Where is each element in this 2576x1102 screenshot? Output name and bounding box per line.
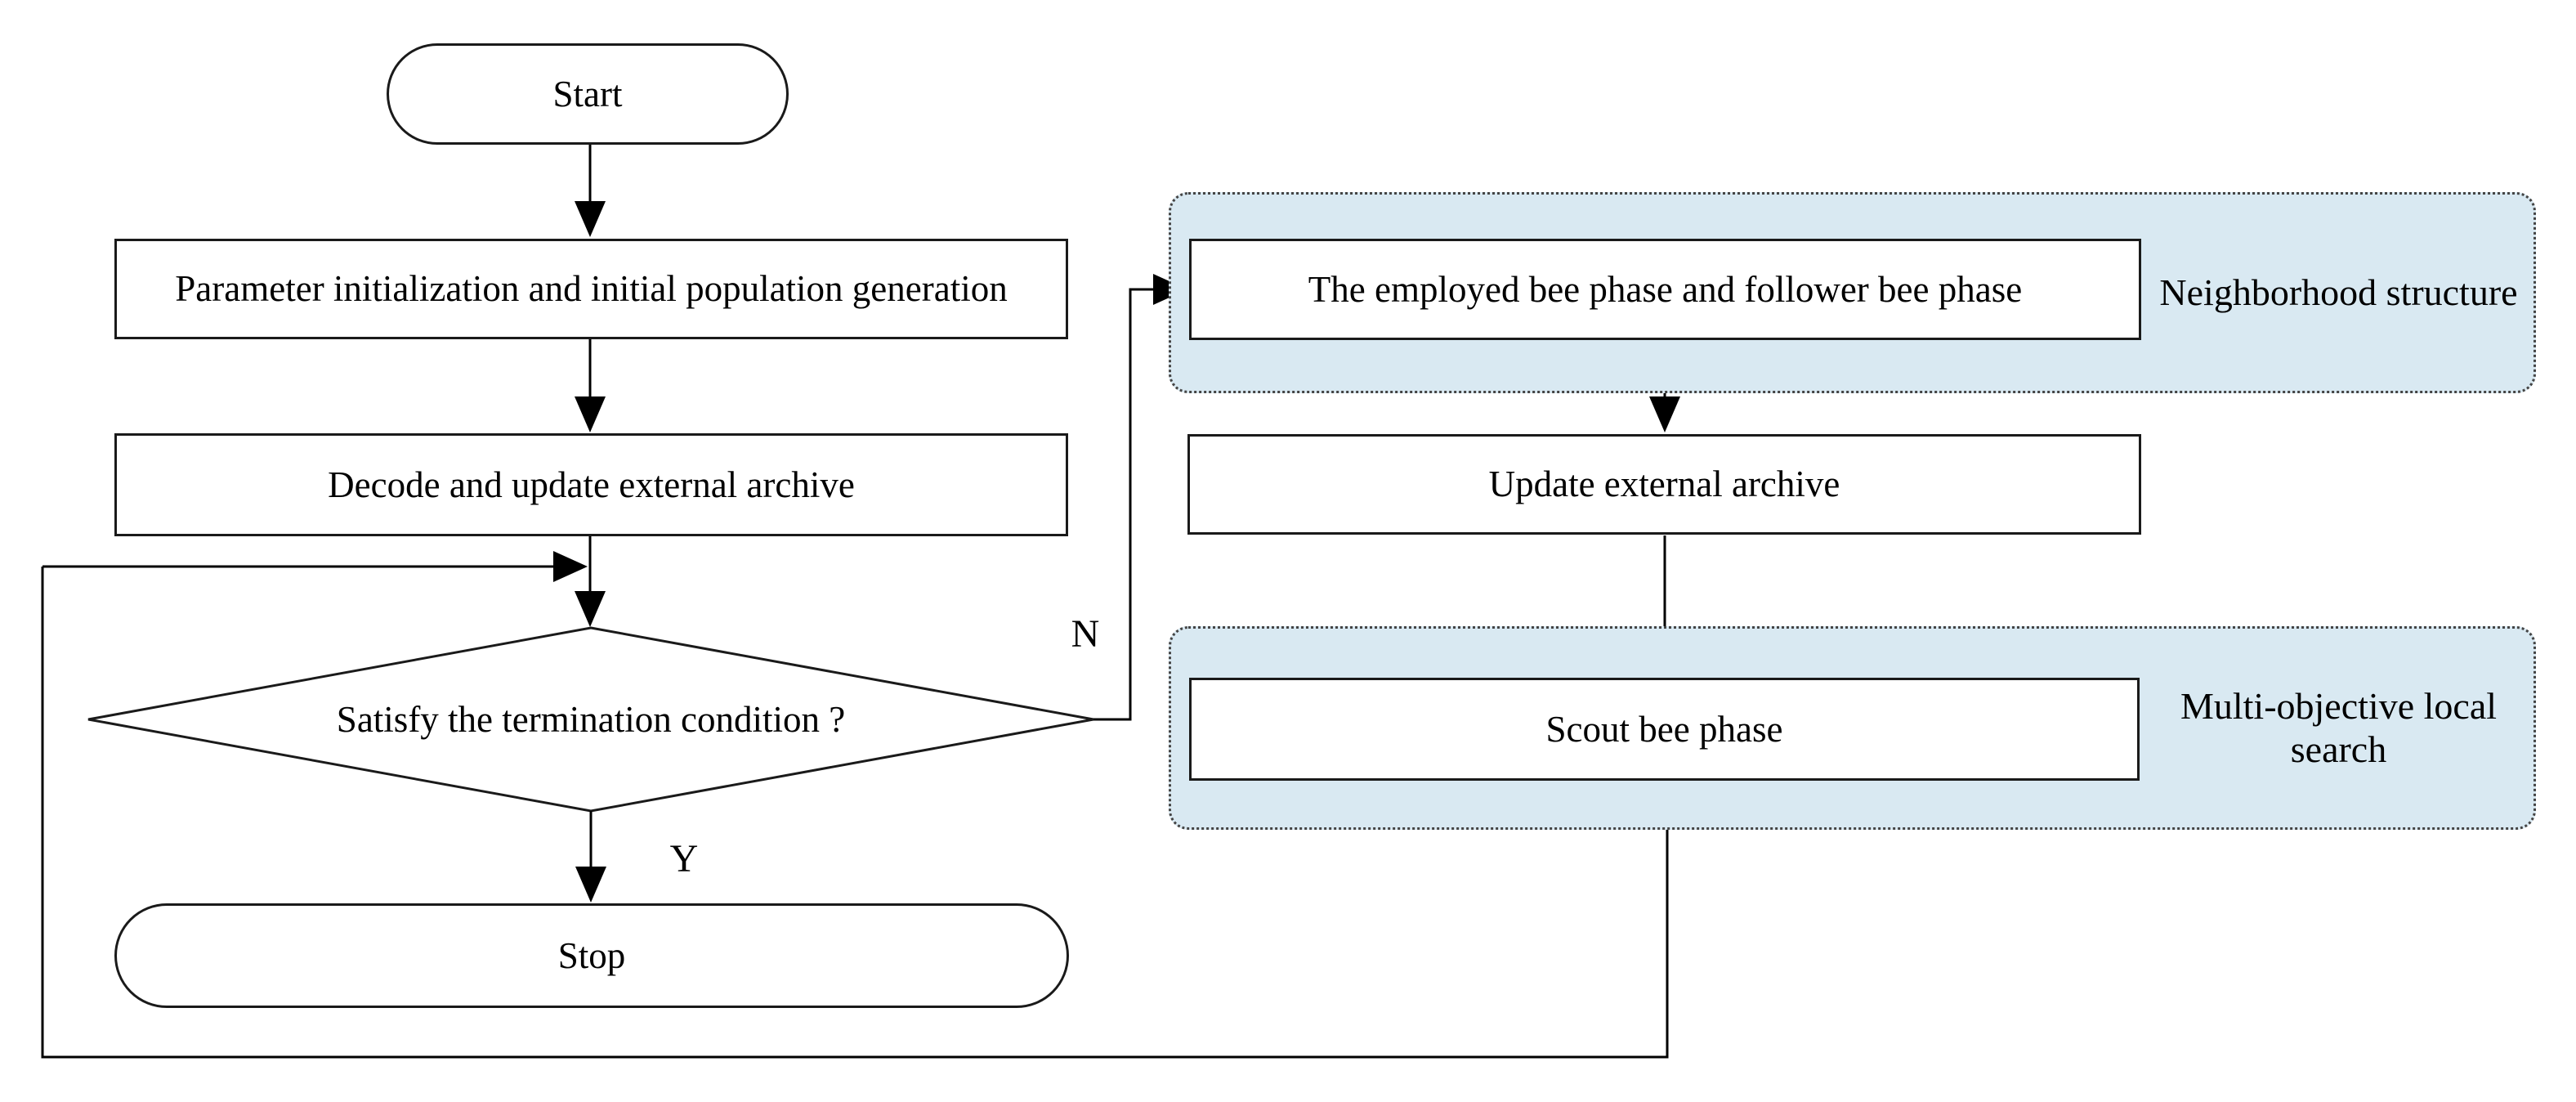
stop-arrowhead-icon [575, 867, 606, 903]
update-archive-node: Update external archive [1187, 434, 2141, 535]
init-node: Parameter initialization and initial pop… [114, 239, 1068, 339]
scout-bee-node: Scout bee phase [1189, 678, 2140, 781]
neighborhood-structure-label: Neighborhood structure [2159, 271, 2518, 313]
loop-connector [41, 567, 1669, 1059]
init-arrowhead-icon [575, 201, 606, 237]
decision-to-employed-connector [1093, 288, 1156, 721]
decode-arrowhead-icon [575, 396, 606, 432]
employed-bee-node: The employed bee phase and follower bee … [1189, 239, 2141, 340]
start-node: Start [387, 43, 789, 145]
local-search-label: Multi-objective local search [2180, 684, 2498, 770]
no-branch-label: N [1071, 611, 1100, 656]
update-arrowhead-icon [1649, 396, 1680, 432]
decode-node: Decode and update external archive [114, 433, 1068, 536]
yes-branch-label: Y [669, 836, 699, 880]
feedback-arrowhead-icon [553, 551, 588, 582]
stop-node: Stop [114, 903, 1069, 1008]
decision-label: Satisfy the termination condition ? [336, 699, 846, 740]
decision-arrowhead-icon [575, 591, 606, 627]
